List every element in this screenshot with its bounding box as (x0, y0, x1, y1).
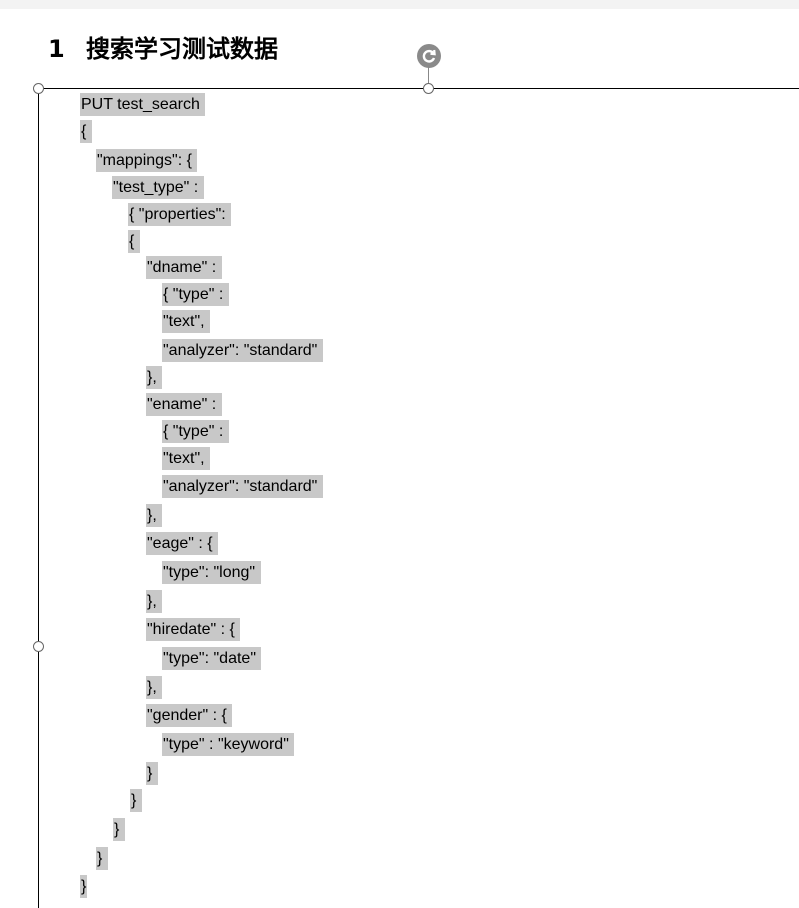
heading-text: 搜索学习测试数据 (86, 35, 278, 63)
code-line: { "type" : (162, 283, 229, 306)
code-line: "text", (162, 310, 211, 333)
code-line: }, (146, 366, 163, 389)
code-line: "mappings": { (96, 149, 198, 172)
code-line: "test_type" : (112, 176, 204, 199)
code-line: }, (146, 590, 163, 613)
rotate-icon[interactable] (417, 44, 441, 68)
textbox-border-left (38, 88, 39, 908)
resize-handle-icon[interactable] (33, 641, 44, 652)
code-line: "ename" : (146, 393, 222, 416)
code-line: { (128, 230, 140, 253)
code-line: } (96, 847, 108, 870)
code-line: } (130, 789, 142, 812)
textbox-border-top (39, 88, 799, 89)
code-line: "text", (162, 447, 211, 470)
code-line: }, (146, 504, 163, 527)
resize-handle-icon[interactable] (423, 83, 434, 94)
window-top-strip (0, 0, 799, 9)
heading-number: 1 (48, 35, 65, 63)
resize-handle-icon[interactable] (33, 83, 44, 94)
code-line: { (80, 120, 92, 143)
code-line: "dname" : (146, 256, 222, 279)
code-line: } (146, 762, 158, 785)
code-line: } (113, 818, 125, 841)
document-heading: 1 搜索学习测试数据 (48, 31, 278, 67)
code-line: "type": "date" (162, 647, 262, 670)
code-line: } (80, 875, 88, 898)
code-line: "type" : "keyword" (162, 733, 295, 756)
code-line: "hiredate" : { (146, 618, 241, 641)
code-line: "analyzer": "standard" (162, 475, 323, 498)
code-line: "analyzer": "standard" (162, 339, 323, 362)
code-line: PUT test_search (80, 93, 206, 116)
code-line: { "properties": (128, 203, 232, 226)
code-line: "eage" : { (146, 532, 219, 555)
rotate-handle-stem (428, 67, 429, 83)
code-line: "gender" : { (146, 704, 233, 727)
code-line: { "type" : (162, 420, 229, 443)
code-line: "type": "long" (162, 561, 261, 584)
code-line: }, (146, 676, 163, 699)
